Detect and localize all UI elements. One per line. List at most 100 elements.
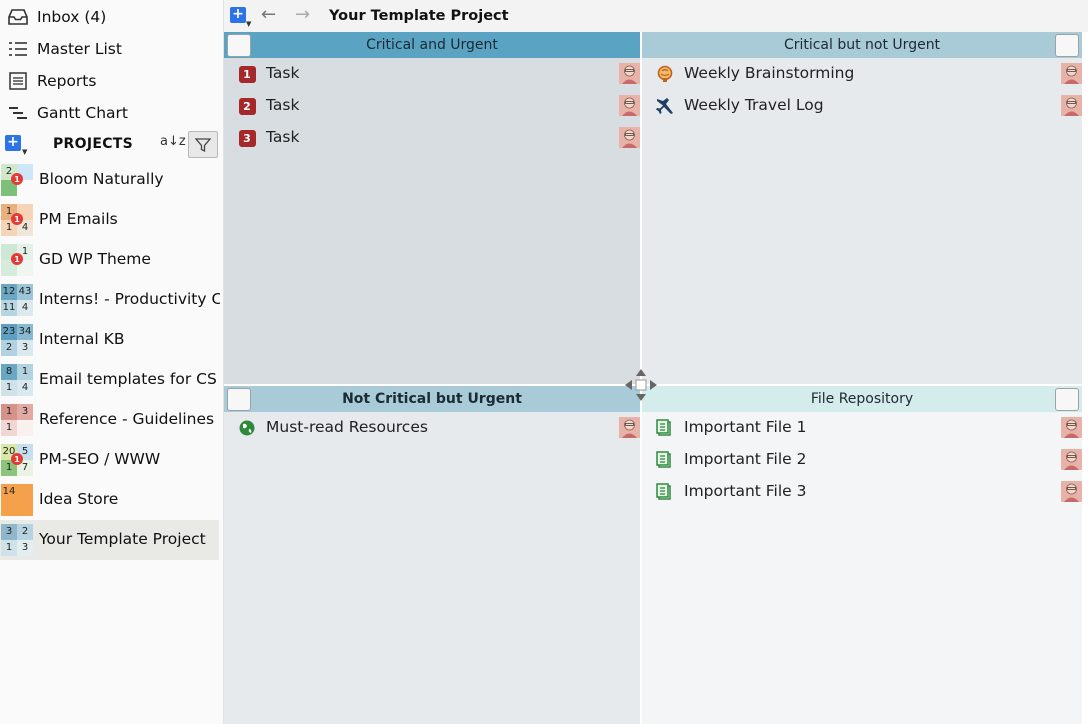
project-label: Your Template Project — [39, 530, 206, 548]
sort-button[interactable]: a↓z — [160, 134, 186, 149]
priority-number: 3 — [238, 129, 256, 147]
project-quadrant-thumbnail: 1 — [1, 244, 33, 276]
task-label: Task — [266, 64, 300, 82]
thumbnail-count: 3 — [17, 340, 33, 356]
task-item[interactable]: Weekly Brainstorming — [642, 58, 1082, 90]
assignee-avatar[interactable] — [1061, 449, 1082, 470]
task-item[interactable]: Important File 1 — [642, 412, 1082, 444]
quadrant-critical-not-urgent: Critical but not Urgent Weekly Brainstor… — [642, 32, 1082, 384]
task-item[interactable]: Weekly Travel Log — [642, 90, 1082, 122]
add-task-button[interactable]: + — [230, 7, 246, 23]
nav-reports[interactable]: Reports — [0, 65, 224, 97]
assignee-avatar[interactable] — [619, 63, 640, 84]
quadrant-title: File Repository — [810, 391, 914, 407]
thumbnail-count: 7 — [17, 460, 33, 476]
nav-master-list[interactable]: Master List — [0, 33, 224, 65]
project-label: PM Emails — [39, 210, 118, 228]
quadrant-header: Critical and Urgent — [224, 32, 640, 58]
notification-badge: 1 — [11, 253, 23, 265]
thumbnail-count: 1 — [1, 404, 17, 420]
project-quadrant-thumbnail: 14 — [1, 484, 33, 516]
quadrant-select-checkbox[interactable] — [1055, 388, 1079, 411]
add-task-caret-icon[interactable]: ▼ — [246, 20, 252, 28]
thumbnail-count: 3 — [1, 524, 17, 540]
priority-2-icon: 2 — [238, 97, 256, 115]
move-handle[interactable] — [623, 367, 659, 403]
sidebar: Inbox (4) Master List Reports Gantt Char… — [0, 0, 224, 724]
projects-title: PROJECTS — [53, 136, 134, 152]
assignee-avatar[interactable] — [1061, 481, 1082, 502]
project-item[interactable]: 14 Idea Store — [0, 480, 219, 520]
assignee-avatar[interactable] — [619, 95, 640, 116]
inbox-icon — [7, 6, 29, 28]
nav-inbox[interactable]: Inbox (4) — [0, 1, 224, 33]
task-label: Weekly Travel Log — [684, 96, 824, 114]
project-label: Email templates for CS Team — [39, 370, 220, 388]
forward-button[interactable]: → — [295, 4, 311, 25]
thumbnail-count: 4 — [17, 380, 33, 396]
priority-number: 2 — [238, 97, 256, 115]
quadrant-select-checkbox[interactable] — [227, 34, 251, 57]
task-item[interactable]: Must-read Resources — [224, 412, 640, 444]
quadrant-header: Critical but not Urgent — [642, 32, 1082, 58]
thumbnail-count: 23 — [1, 324, 17, 340]
assignee-avatar[interactable] — [1061, 95, 1082, 116]
project-label: Idea Store — [39, 490, 119, 508]
nav-inbox-label: Inbox (4) — [37, 8, 107, 26]
task-label: Important File 2 — [684, 450, 807, 468]
assignee-avatar[interactable] — [619, 127, 640, 148]
task-item[interactable]: Important File 3 — [642, 476, 1082, 508]
thumbnail-count — [1, 500, 17, 516]
task-item[interactable]: Important File 2 — [642, 444, 1082, 476]
globe-icon — [238, 419, 256, 437]
move-arrows-icon — [625, 369, 657, 401]
quadrant-title: Critical but not Urgent — [783, 37, 941, 53]
file-icon — [656, 451, 674, 469]
quadrant-file-repository: File Repository Important File 1 Importan… — [642, 386, 1082, 724]
assignee-avatar[interactable] — [1061, 63, 1082, 84]
add-project-caret-icon[interactable]: ▼ — [22, 148, 28, 156]
add-project-button[interactable]: + — [5, 135, 21, 151]
assignee-avatar[interactable] — [1061, 417, 1082, 438]
assignee-avatar[interactable] — [619, 417, 640, 438]
quadrant-header: Not Critical but Urgent — [224, 386, 640, 412]
back-button[interactable]: ← — [261, 4, 277, 25]
project-label: GD WP Theme — [39, 250, 151, 268]
quadrant-select-checkbox[interactable] — [227, 388, 251, 411]
thumbnail-count: 11 — [1, 300, 17, 316]
project-label: Bloom Naturally — [39, 170, 164, 188]
file-icon — [656, 483, 674, 501]
thumbnail-count: 3 — [17, 404, 33, 420]
top-bar: + ▼ ← → Your Template Project — [224, 0, 1088, 32]
vertical-divider[interactable] — [640, 32, 642, 724]
notification-badge: 1 — [11, 173, 23, 185]
nav-master-list-label: Master List — [37, 40, 122, 58]
thumbnail-count: 43 — [17, 284, 33, 300]
quadrant-title: Critical and Urgent — [366, 37, 498, 53]
project-label: Internal KB — [39, 330, 125, 348]
thumbnail-count — [17, 420, 33, 436]
thumbnail-count: 34 — [17, 324, 33, 340]
filter-button[interactable] — [188, 131, 218, 158]
thumbnail-count — [17, 180, 33, 196]
thumbnail-count: 1 — [1, 380, 17, 396]
quadrant-header: File Repository — [642, 386, 1082, 412]
nav-gantt-chart[interactable]: Gantt Chart — [0, 97, 224, 129]
quadrant-select-checkbox[interactable] — [1055, 34, 1079, 57]
